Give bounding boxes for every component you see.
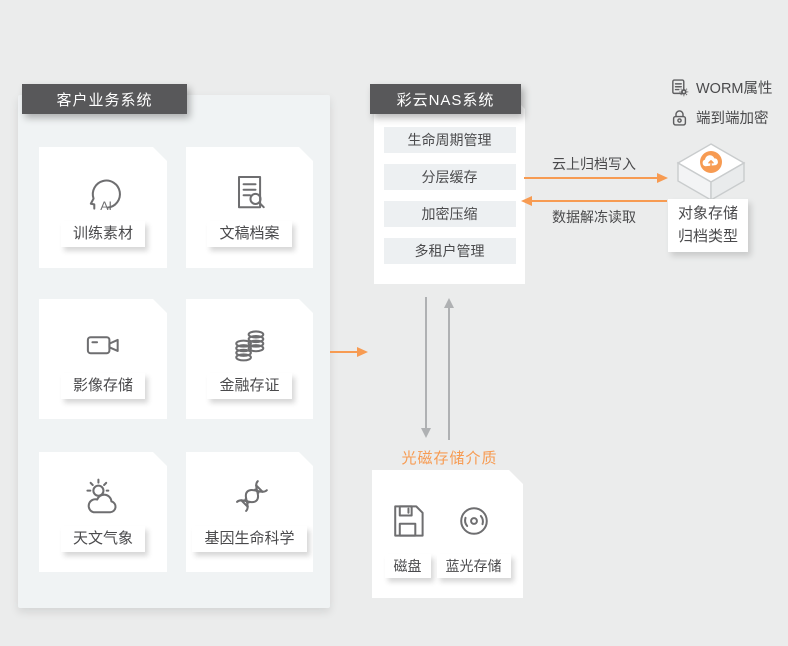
card-label: 文稿档案 [207,221,291,247]
media-panel-title: 光磁存储介质 [401,450,498,467]
card-label: 金融存证 [207,373,291,399]
nas-item-tiered-cache: 分层缓存 [384,164,516,190]
card-label: 影像存储 [61,373,145,399]
ai-head-icon: AI [80,170,126,216]
card-label: 基因生命科学 [192,526,306,552]
nas-to-media-arrow-head [421,428,431,438]
card-label: 天文气象 [61,526,145,552]
card-label: 训练素材 [61,221,145,247]
media-bluray-label: 蓝光存储 [437,554,511,578]
feature-e2e-label: 端到端加密 [696,111,769,127]
svg-text:AI: AI [100,199,112,213]
read-flow-label: 数据解冻读取 [552,209,636,225]
media-bluray-group: 蓝光存储 [437,500,511,598]
write-flow-label: 云上归档写入 [552,156,636,172]
write-flow-arrow-head [657,172,668,183]
write-flow-line [524,177,658,179]
floppy-disk-icon [387,500,429,542]
coins-icon [227,322,273,368]
sun-cloud-icon [80,475,126,521]
object-storage-label: 对象存储 归档类型 [668,199,748,252]
nas-title: 彩云NAS系统 [396,91,495,109]
document-search-icon [227,170,273,216]
object-storage-label-line1: 对象存储 [677,205,738,222]
media-disk-group: 磁盘 [385,500,431,598]
card-document-archive: 文稿档案 [186,147,313,268]
object-storage-label-line2: 归档类型 [677,228,738,246]
nas-header: 彩云NAS系统 [370,84,521,114]
media-disk-label: 磁盘 [385,554,431,578]
object-storage-cube-icon [676,143,746,201]
customer-system-header: 客户业务系统 [22,84,187,114]
business-to-nas-arrow-head [357,346,368,357]
business-to-nas-arrow-line [330,351,358,353]
card-training-material: AI 训练素材 [39,147,167,268]
card-financial-evidence: 金融存证 [186,299,313,419]
feature-e2e-encryption: 端到端加密 [670,107,769,128]
card-video-storage: 影像存储 [39,299,167,419]
media-card: 磁盘 蓝光存储 [372,470,523,598]
video-camera-icon [80,322,126,368]
feature-worm: WORM属性 [670,77,773,98]
optical-disc-icon [453,500,495,542]
card-gene-life-science: 基因生命科学 [186,452,313,572]
media-to-nas-arrow-line [448,307,450,440]
lock-icon [670,108,689,127]
media-to-nas-arrow-head [444,298,454,308]
document-gear-icon [670,78,689,97]
nas-card: 生命周期管理 分层缓存 加密压缩 多租户管理 [374,95,525,284]
nas-item-multitenant: 多租户管理 [384,238,516,264]
nas-item-encrypt-compress: 加密压缩 [384,201,516,227]
nas-item-lifecycle: 生命周期管理 [384,127,516,153]
read-flow-arrow-head [521,195,532,206]
card-astronomy-weather: 天文气象 [39,452,167,572]
read-flow-line [532,200,667,202]
nas-to-media-arrow-line [425,297,427,429]
dna-icon [227,475,273,521]
feature-worm-label: WORM属性 [696,81,773,97]
customer-system-title: 客户业务系统 [56,91,153,109]
